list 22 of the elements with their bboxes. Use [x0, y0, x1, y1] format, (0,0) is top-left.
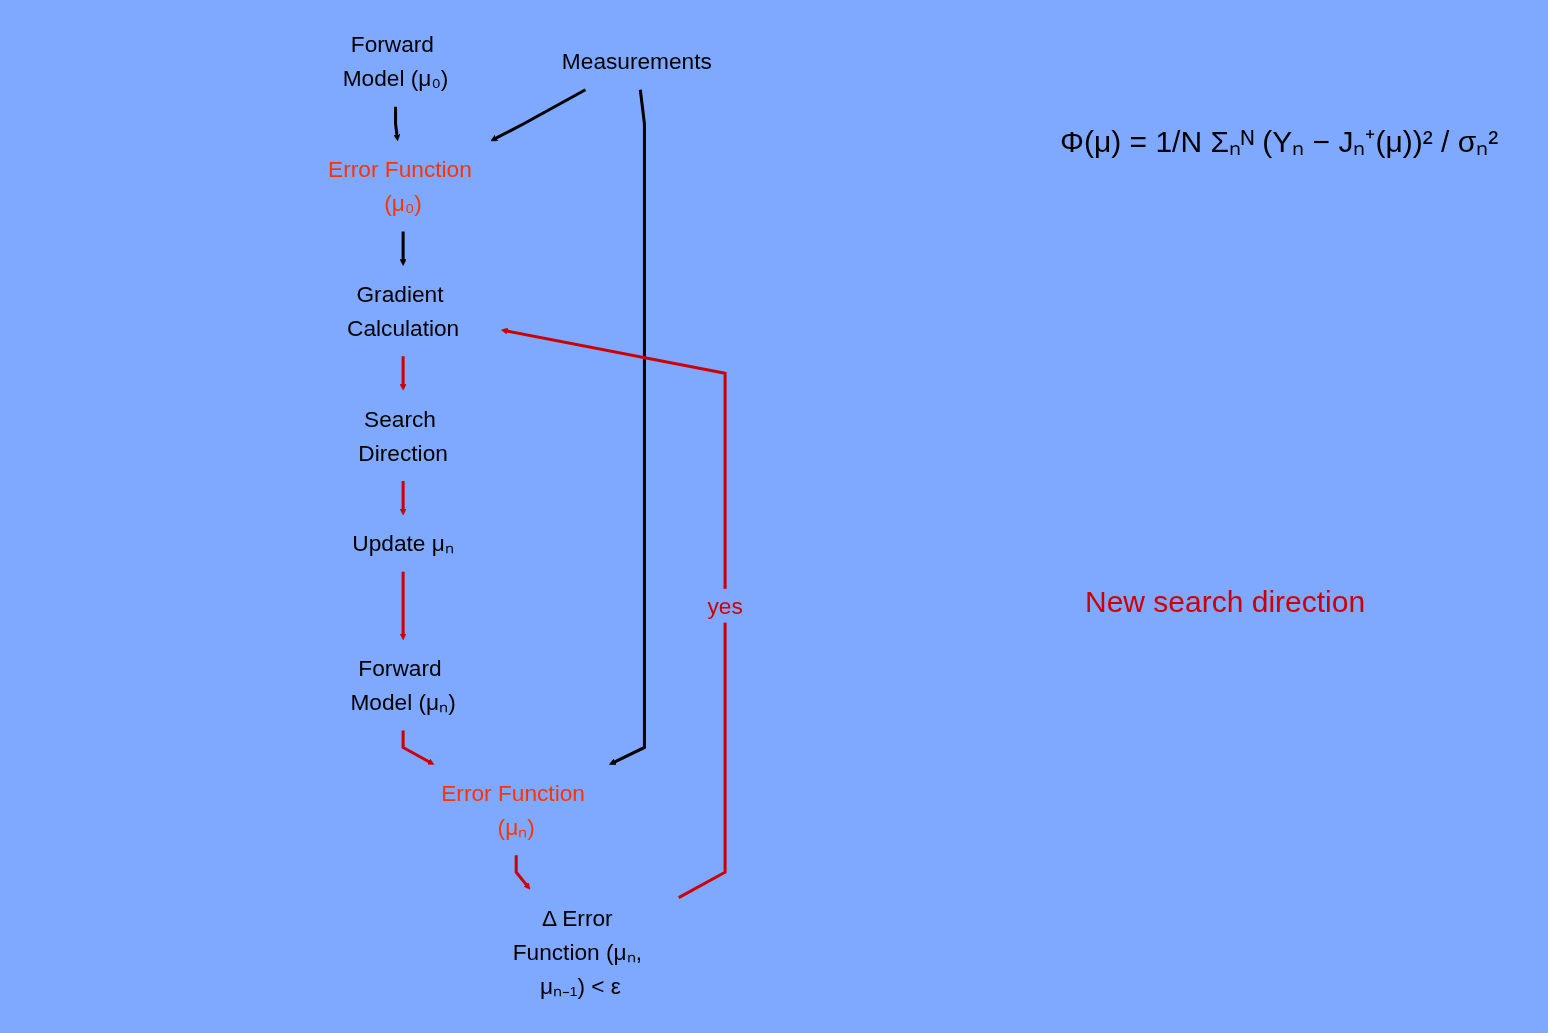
arrow — [399, 231, 407, 266]
formula: Φ(μ) = 1/N Σₙᴺ (Yₙ − Jₙ⁺(μ))² / σₙ² — [1060, 124, 1499, 160]
arrow — [609, 89, 646, 765]
node-text: Error Function (μ₀) — [328, 156, 472, 216]
node-text: Error Function (μₙ) — [441, 780, 585, 840]
arrow — [401, 730, 435, 765]
arrow — [399, 356, 407, 391]
node-text: Gradient Calculation — [347, 281, 460, 341]
node-text: Forward Model (μₙ) — [350, 655, 456, 715]
note: New search direction — [1085, 585, 1366, 619]
edge-label: yes — [707, 593, 743, 619]
node-text: Update μₙ — [352, 530, 454, 556]
node-text: Forward Model (μ₀) — [342, 31, 449, 91]
arrow — [393, 106, 401, 142]
arrow — [490, 88, 587, 142]
node-text: Search Direction — [358, 406, 448, 466]
node-text: Measurements — [561, 48, 712, 74]
arrow — [501, 327, 727, 899]
arrow — [399, 571, 407, 641]
node-text: Δ Error Function (μₙ, μₙ₋₁) < ε — [512, 905, 642, 999]
arrow — [399, 481, 407, 516]
arrow — [514, 855, 531, 890]
